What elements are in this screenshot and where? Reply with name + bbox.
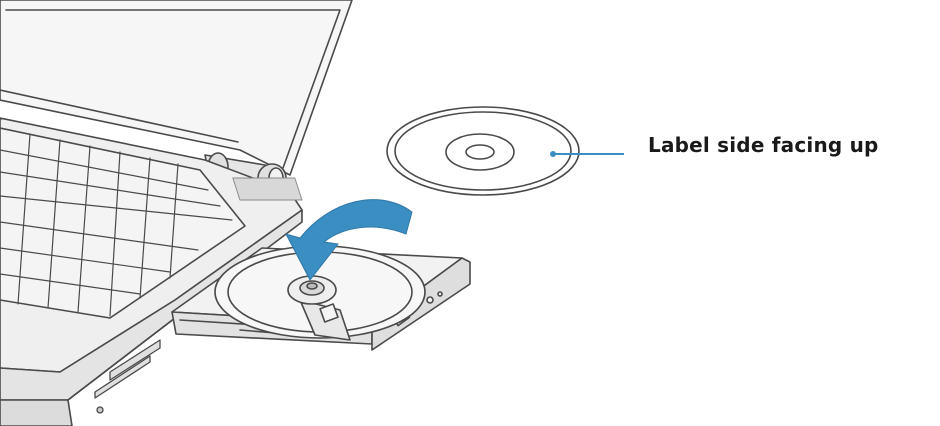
tray-disc bbox=[214, 245, 426, 341]
keyboard-keys bbox=[0, 133, 233, 317]
callout-leader bbox=[550, 151, 624, 157]
speaker-grille bbox=[232, 177, 303, 201]
compact-disc bbox=[386, 106, 580, 196]
keyboard bbox=[0, 127, 303, 319]
laptop bbox=[0, 0, 471, 426]
disc-tray bbox=[171, 245, 471, 351]
front-ports bbox=[94, 339, 161, 414]
insertion-arrow bbox=[285, 199, 413, 281]
laptop-lid bbox=[0, 0, 353, 176]
callout-label: Label side facing up bbox=[648, 133, 879, 157]
